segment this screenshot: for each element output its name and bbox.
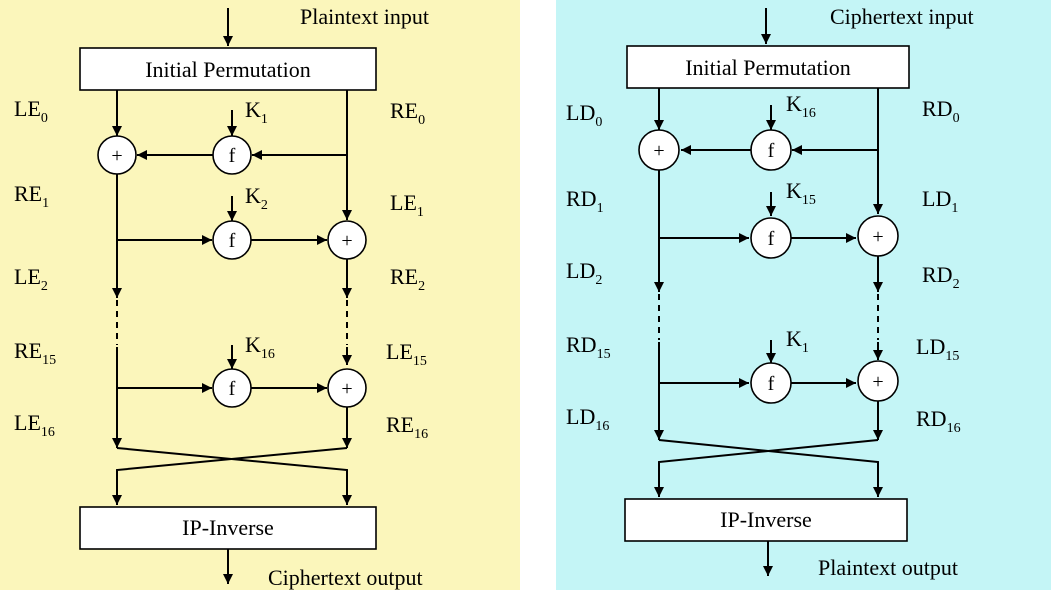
half-label: LD1: [922, 186, 958, 216]
round-key-label: K2: [245, 183, 268, 213]
swap-line: [112, 447, 348, 505]
half-label: LE2: [14, 264, 48, 294]
half-label: RD15: [566, 332, 611, 362]
f-function-symbol: f: [229, 378, 236, 400]
ciphertext-output-label: Ciphertext output: [268, 565, 423, 590]
decryption-panel-background: [556, 0, 1051, 590]
half-label: LD0: [566, 100, 602, 130]
round-key-label: K16: [786, 91, 816, 121]
initial-permutation-label: Initial Permutation: [145, 57, 311, 82]
round-key-label: K1: [786, 326, 809, 356]
half-label: RD16: [916, 406, 961, 436]
half-label: LE16: [14, 410, 55, 440]
half-label: RE15: [14, 338, 56, 368]
decryption-panel: Ciphertext input Initial Permutation f +…: [556, 0, 1051, 590]
initial-permutation-box: [79, 47, 377, 91]
encryption-panel: Plaintext input Initial Permutation f + …: [0, 0, 520, 590]
xor-symbol: +: [341, 378, 352, 400]
ip-inverse-label: IP-Inverse: [720, 507, 812, 532]
half-label: RE0: [390, 98, 425, 128]
half-label: RE16: [386, 412, 428, 442]
half-label: LE0: [14, 96, 48, 126]
half-label: LE1: [390, 190, 424, 220]
half-label: LD15: [916, 334, 959, 364]
round-key-label: K16: [245, 332, 275, 362]
xor-symbol: +: [341, 230, 352, 252]
half-label: RE1: [14, 181, 49, 211]
half-label: RD0: [922, 96, 960, 126]
swap-line: [654, 439, 879, 497]
f-function-symbol: f: [229, 230, 236, 252]
half-label: LD16: [566, 404, 609, 434]
plaintext-input-label: Plaintext input: [300, 4, 429, 29]
xor-symbol: +: [872, 371, 883, 393]
xor-symbol: +: [111, 145, 122, 167]
f-function-symbol: f: [768, 228, 775, 250]
initial-permutation-label: Initial Permutation: [685, 55, 851, 80]
encryption-panel-background: [0, 0, 520, 590]
swap-line: [116, 447, 352, 505]
ip-inverse-box: [624, 498, 908, 542]
initial-permutation-box: [626, 45, 910, 89]
round-key-label: K15: [786, 178, 816, 208]
f-function-symbol: f: [768, 373, 775, 395]
ciphertext-input-label: Ciphertext input: [830, 4, 974, 29]
swap-line: [658, 439, 883, 497]
half-label: RD2: [922, 262, 960, 292]
round-key-label: K1: [245, 97, 268, 127]
f-function-symbol: f: [768, 140, 775, 162]
f-function-symbol: f: [229, 145, 236, 167]
panel-gap: [520, 0, 556, 590]
half-label: LE15: [386, 339, 427, 369]
plaintext-output-label: Plaintext output: [818, 555, 958, 580]
half-label: RE2: [390, 264, 425, 294]
ip-inverse-label: IP-Inverse: [182, 515, 274, 540]
half-label: RD1: [566, 186, 604, 216]
ip-inverse-box: [79, 506, 377, 550]
xor-symbol: +: [872, 226, 883, 248]
half-label: LD2: [566, 258, 602, 288]
xor-symbol: +: [653, 140, 664, 162]
